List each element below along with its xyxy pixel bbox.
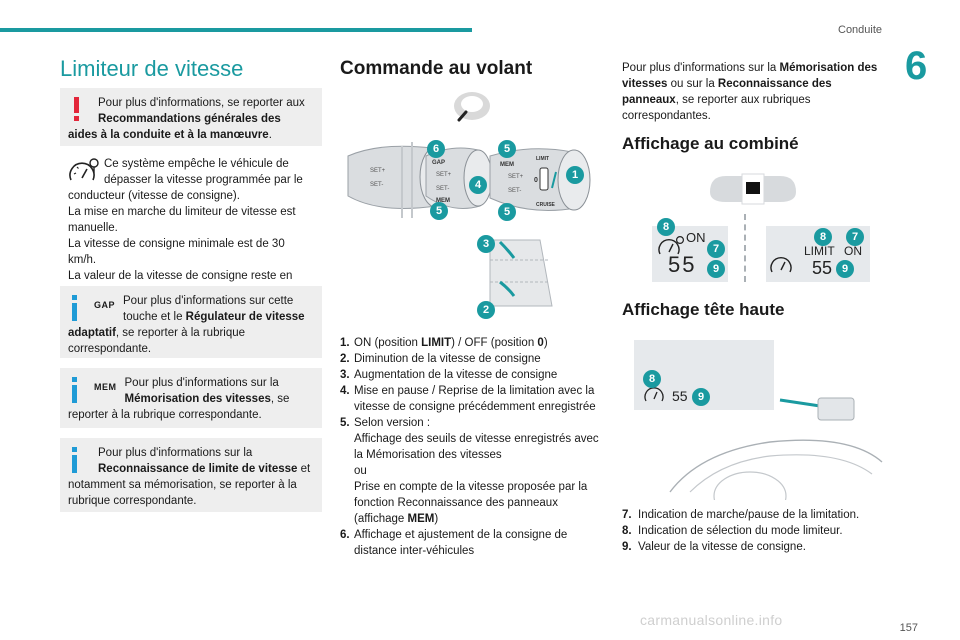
list-item: Affichage des seuils de vitesse enregist…: [354, 433, 599, 461]
steering-wheel-icon: [454, 92, 490, 122]
info-box-gap: GAP Pour plus d'informations sur cette t…: [60, 286, 322, 358]
cluster-speed: 55: [812, 258, 833, 278]
list-item: 5.Selon version :: [340, 417, 431, 429]
speed-limiter-icon: [770, 256, 792, 273]
section-heading-steering-controls: Commande au volant: [340, 58, 533, 79]
badge-7: 7: [846, 228, 864, 246]
display-legend-list: 7.Indication de marche/pause de la limit…: [622, 507, 892, 555]
set-minus-label: SET-: [370, 182, 383, 188]
info-icon: [68, 445, 94, 475]
svg-text:SET-: SET-: [436, 186, 449, 192]
list-item: 1.ON (position LIMIT) / OFF (position 0): [340, 337, 548, 349]
page-title: Limiteur de vitesse: [60, 56, 244, 81]
info-icon: [68, 293, 90, 323]
info-box-recognition: Pour plus d'informations sur la Reconnai…: [60, 438, 322, 512]
description-block: Ce système empêche le véhicule de dépass…: [68, 156, 303, 298]
speed-limiter-icon: [658, 235, 685, 255]
hud-speed: 55: [672, 388, 688, 404]
svg-text:SET+: SET+: [508, 174, 524, 180]
warning-box: Pour plus d'informations, se reporter au…: [60, 88, 322, 146]
section-heading-hud: Affichage tête haute: [622, 300, 785, 319]
controls-list: 1.ON (position LIMIT) / OFF (position 0)…: [340, 335, 610, 559]
section-title: Conduite: [838, 24, 883, 36]
badge-4: 4: [469, 176, 487, 194]
cruise-label: CRUISE: [536, 202, 556, 208]
list-item: 4.Mise en pause / Reprise de la limitati…: [340, 385, 596, 413]
mem-tag: MEM: [94, 382, 117, 392]
list-item: 8.Indication de sélection du mode limite…: [622, 525, 843, 537]
intro-paragraph: Pour plus d'informations sur la Mémorisa…: [622, 62, 878, 122]
badge-9: 9: [836, 260, 854, 278]
badge-6: 6: [427, 140, 445, 158]
watermark: carmanualsonline.info: [640, 612, 783, 628]
svg-text:SET-: SET-: [508, 188, 521, 194]
list-item: ou: [354, 465, 367, 477]
limit-label: LIMIT: [536, 156, 549, 162]
gap-label: GAP: [432, 160, 445, 166]
badge-8: 8: [814, 228, 832, 246]
list-item: 6.Affichage et ajustement de la consigne…: [340, 529, 568, 557]
badge-9: 9: [692, 388, 710, 406]
page-number: 157: [899, 622, 918, 634]
divider: [744, 214, 746, 282]
zero-label: 0: [534, 177, 538, 184]
badge-5-right: 5: [498, 203, 516, 221]
chapter-number: 6: [905, 44, 928, 88]
gap-tag: GAP: [94, 300, 116, 310]
dashboard-hud-diagram: [669, 397, 883, 500]
cluster-limit-text: LIMIT: [804, 244, 835, 258]
speed-limiter-icon: [68, 156, 102, 186]
badge-9: 9: [707, 260, 725, 278]
info-box-mem: MEM Pour plus d'informations sur la Mémo…: [60, 368, 322, 428]
steering-stalks-diagram: SET+ SET- GAP SET+ SET- MEM MEM SET+ SET…: [347, 142, 591, 307]
list-item: 9.Valeur de la vitesse de consigne.: [622, 541, 806, 553]
svg-text:MEM: MEM: [500, 162, 514, 168]
list-item: Prise en compte de la vitesse proposée p…: [354, 481, 588, 509]
list-item: 2.Diminution de la vitesse de consigne: [340, 353, 541, 365]
list-item: 7.Indication de marche/pause de la limit…: [622, 509, 860, 521]
instrument-cluster-icon: [710, 173, 796, 205]
badge-2: 2: [477, 301, 495, 319]
set-plus-label: SET+: [370, 168, 386, 174]
badge-5-left: 5: [430, 202, 448, 220]
badge-1: 1: [566, 166, 584, 184]
list-item: (affichage MEM): [354, 513, 439, 525]
svg-text:MEM: MEM: [436, 198, 450, 204]
badge-7: 7: [707, 240, 725, 258]
info-icon: [68, 375, 90, 405]
speed-limiter-icon: [644, 387, 664, 402]
cluster-on-text: ON: [844, 244, 862, 258]
section-heading-cluster: Affichage au combiné: [622, 134, 799, 153]
badge-5-top: 5: [498, 140, 516, 158]
header-accent-bar: [0, 28, 472, 32]
list-item: 3.Augmentation de la vitesse de consigne: [340, 369, 558, 381]
svg-text:SET+: SET+: [436, 172, 452, 178]
cluster-on-text: ON: [686, 230, 706, 245]
badge-8: 8: [657, 218, 675, 236]
warning-icon: [68, 95, 94, 125]
cluster-speed: 55: [668, 252, 697, 277]
badge-3: 3: [477, 235, 495, 253]
badge-8: 8: [643, 370, 661, 388]
